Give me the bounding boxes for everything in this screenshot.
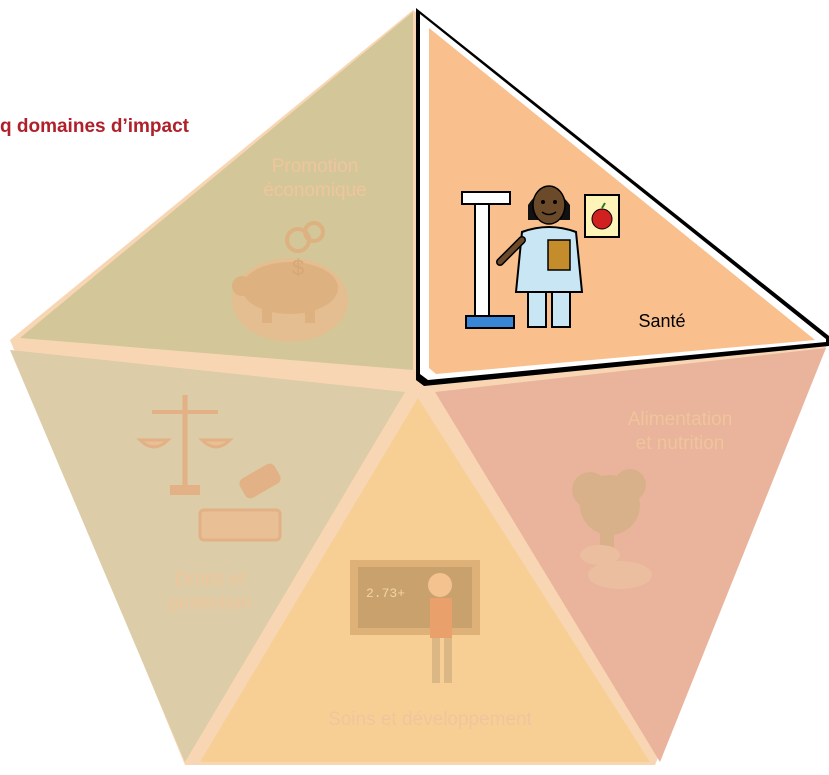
- diagram-title: q domaines d’impact: [0, 116, 189, 137]
- piggy-bank-icon: $: [232, 221, 348, 342]
- svg-text:$: $: [292, 255, 304, 280]
- segment-alimentation[interactable]: [435, 348, 826, 762]
- vegetables-icon: [572, 469, 652, 589]
- label-droits-line2: protection: [168, 593, 252, 614]
- label-sante[interactable]: Santé: [622, 309, 702, 333]
- label-soins[interactable]: Soins et développement: [290, 708, 570, 732]
- label-alimentation-line2: et nutrition: [635, 433, 725, 454]
- nurse-scale-icon: [461, 185, 620, 329]
- label-soins-line1: Soins et développement: [328, 709, 532, 730]
- label-alimentation[interactable]: Alimentation et nutrition: [600, 408, 760, 456]
- label-droits[interactable]: Droits et protection: [135, 568, 285, 616]
- label-promotion-line1: Promotion: [271, 156, 359, 177]
- label-alimentation-line1: Alimentation: [627, 409, 733, 430]
- label-droits-line1: Droits et: [174, 569, 246, 590]
- label-promotion[interactable]: Promotion économique: [230, 155, 400, 203]
- child-chalkboard-icon: 2.73+: [350, 560, 480, 683]
- label-promotion-line2: économique: [263, 180, 367, 201]
- segment-droits[interactable]: [10, 350, 405, 762]
- label-sante-line1: Santé: [638, 311, 686, 331]
- justice-scale-gavel-icon: [136, 395, 282, 542]
- chalkboard-text: 2.73+: [366, 586, 405, 601]
